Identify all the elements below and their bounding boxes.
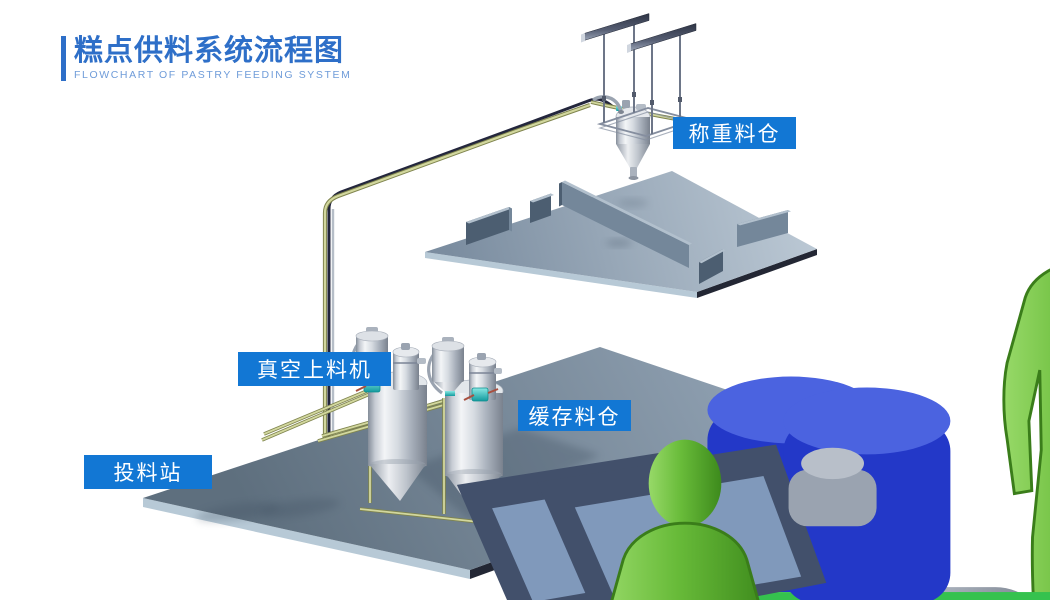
suction-valve-2 (463, 387, 499, 402)
page-subtitle: FLOWCHART OF PASTRY FEEDING SYSTEM (74, 69, 352, 82)
upper-platform-walls (466, 180, 791, 284)
title-block: 糕点供料系统流程图 FLOWCHART OF PASTRY FEEDING SY… (74, 35, 352, 82)
vacuum-feeder-2 (427, 337, 465, 396)
label-feeding-station: 投料站 (84, 455, 212, 489)
label-vacuum-feeder: 真空上料机 (238, 352, 391, 386)
header: 糕点供料系统流程图 FLOWCHART OF PASTRY FEEDING SY… (61, 35, 352, 82)
label-weighing-silo: 称重料仓 (673, 117, 796, 149)
page-title: 糕点供料系统流程图 (74, 35, 345, 67)
filter-unit-1 (392, 343, 426, 390)
operator-figure-upper (1003, 177, 1050, 600)
label-buffer-silo: 缓存料仓 (518, 400, 631, 431)
title-accent-bar (61, 36, 66, 82)
